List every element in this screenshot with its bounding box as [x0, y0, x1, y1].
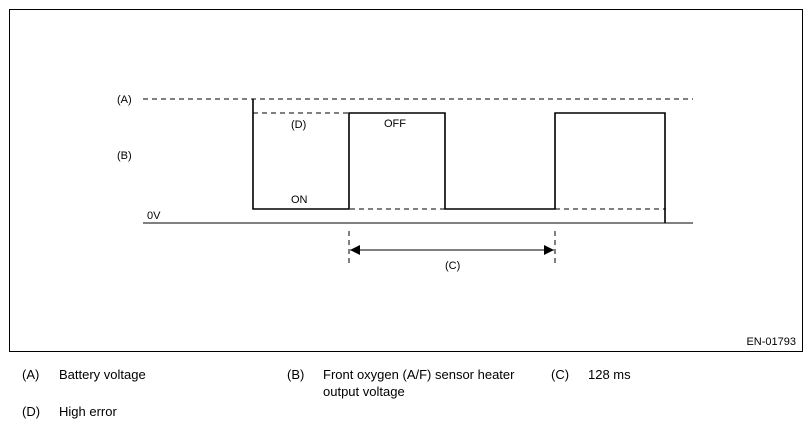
- legend-text-c: 128 ms: [588, 367, 631, 382]
- label-a: (A): [117, 94, 132, 106]
- legend-key-d: (D): [22, 404, 41, 419]
- waveform-diagram: (A) (B) (D) OFF ON 0V (C): [117, 94, 693, 272]
- legend-text-d: High error: [59, 404, 117, 419]
- label-d: (D): [291, 119, 306, 131]
- label-c: (C): [445, 260, 460, 272]
- legend-key-b: (B): [287, 367, 305, 382]
- waveform-figure: (A) (B) (D) OFF ON 0V (C) EN-01793: [9, 9, 803, 352]
- legend-text-a: Battery voltage: [59, 367, 146, 382]
- label-on: ON: [291, 194, 308, 206]
- legend-key-a: (A): [22, 367, 40, 382]
- heater-output-waveform: [252, 99, 666, 223]
- label-zero-volt: 0V: [147, 210, 161, 222]
- figure-code: EN-01793: [746, 336, 796, 348]
- label-off: OFF: [384, 118, 406, 130]
- legend-text-b-line1: Front oxygen (A/F) sensor heater: [323, 367, 515, 382]
- label-b: (B): [117, 150, 132, 162]
- legend-text-b-line2: output voltage: [323, 384, 405, 399]
- legend-key-c: (C): [551, 367, 570, 382]
